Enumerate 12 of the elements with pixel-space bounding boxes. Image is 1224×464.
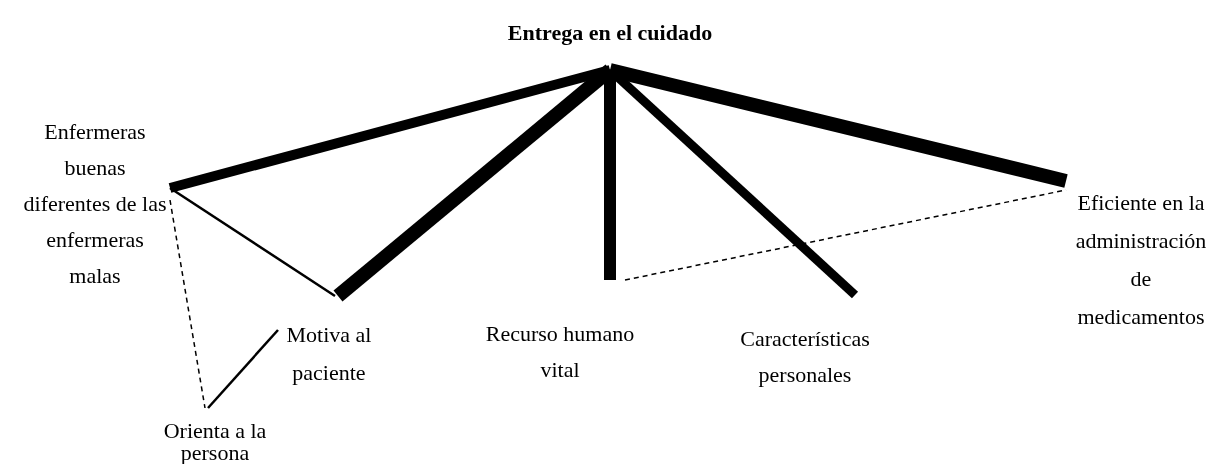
concept-text: Eficiente en la administración de medicamentos [1066, 180, 1216, 340]
connector-line [608, 63, 1068, 188]
connector-line [169, 186, 336, 298]
concept-text: Orienta a la persona [140, 408, 290, 464]
dashed-line [169, 199, 206, 409]
concept-text: Características personales [725, 295, 885, 395]
connector-line [168, 65, 612, 193]
concept-text: Motiva al paciente [278, 296, 380, 390]
connector-line [207, 329, 279, 409]
hub-heading: Entrega en el cuidado [500, 12, 720, 70]
concept-text: Enfermeras buenas diferentes de las enfermeras malas [20, 114, 170, 296]
concept-text: Recurso humano vital [480, 280, 640, 390]
